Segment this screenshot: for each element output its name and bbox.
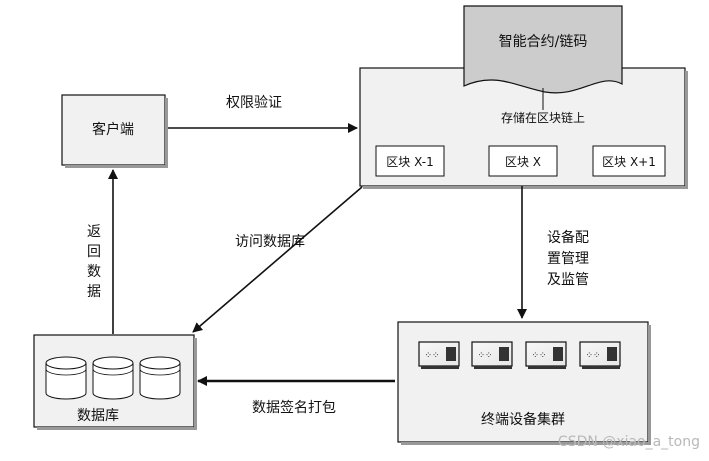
edge-return-char: 据 [87, 284, 101, 300]
edge-access-db-label: 访问数据库 [235, 234, 305, 250]
block-current: 区块 X [488, 145, 558, 177]
edge-device-mgmt-line: 及监管 [547, 272, 589, 288]
block-next-label: 区块 X+1 [602, 155, 656, 169]
database-label: 数据库 [77, 408, 119, 424]
blockchain-node: 智能合约/链码 存储在区块链上 区块 X-1 区块 X 区块 X+1 [359, 5, 688, 189]
watermark: CSDN @xiao_a_tong [558, 434, 700, 450]
svg-text:⁘⁘: ⁘⁘ [531, 351, 546, 361]
edge-return-data: 返 回 数 据 [87, 169, 118, 334]
network-device-icon: ⁘⁘ [579, 341, 621, 369]
edge-sign-package-label: 数据签名打包 [252, 399, 336, 416]
edge-sign-package: 数据签名打包 [197, 376, 395, 416]
svg-text:⁘⁘: ⁘⁘ [585, 351, 600, 361]
edge-return-char: 回 [87, 244, 101, 260]
block-current-label: 区块 X [505, 155, 541, 169]
edge-device-mgmt: 设备配 置管理 及监管 [517, 186, 589, 319]
edge-auth: 权限验证 [168, 95, 358, 133]
database-cylinder-icon [92, 356, 134, 400]
database-node: 数据库 [33, 334, 197, 430]
stored-on-chain-label: 存储在区块链上 [501, 110, 585, 125]
client-node: 客户端 [61, 94, 168, 168]
edge-return-char: 数 [87, 264, 101, 280]
contract-label: 智能合约/链码 [499, 34, 588, 50]
svg-text:⁘⁘: ⁘⁘ [477, 351, 492, 361]
smart-contract-document: 智能合约/链码 [463, 5, 623, 94]
block-next: 区块 X+1 [592, 145, 666, 177]
edge-access-db: 访问数据库 [192, 186, 363, 333]
edge-auth-label: 权限验证 [226, 95, 282, 111]
block-prev: 区块 X-1 [375, 145, 445, 177]
edge-device-mgmt-line: 置管理 [547, 251, 589, 267]
edge-device-mgmt-line: 设备配 [547, 229, 589, 246]
edge-return-char: 返 [87, 224, 101, 240]
terminal-cluster-label: 终端设备集群 [481, 411, 565, 428]
network-device-icon: ⁘⁘ [471, 341, 513, 369]
terminal-cluster-node: ⁘⁘ ⁘⁘ ⁘⁘ ⁘⁘ 终端设备集群 [397, 321, 651, 445]
svg-text:⁘⁘: ⁘⁘ [424, 351, 439, 361]
block-prev-label: 区块 X-1 [386, 155, 433, 169]
database-cylinder-icon [139, 356, 181, 400]
network-device-icon: ⁘⁘ [525, 341, 567, 369]
network-device-icon: ⁘⁘ [418, 341, 460, 369]
client-label: 客户端 [92, 121, 134, 138]
database-cylinder-icon [45, 356, 87, 400]
